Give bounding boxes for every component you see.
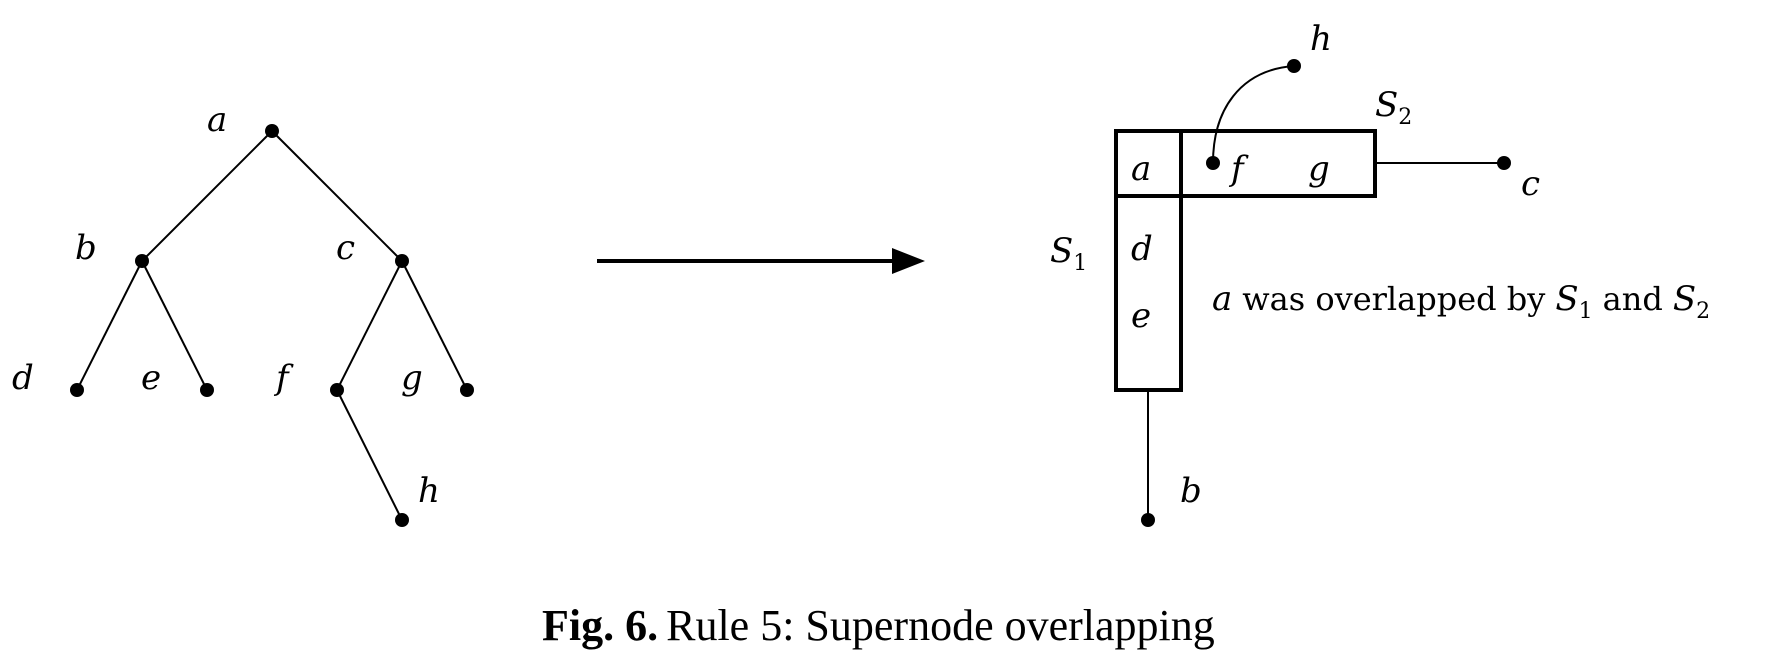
right-label-c: c (1521, 164, 1540, 204)
tree (76, 130, 468, 521)
right-label-b: b (1180, 471, 1202, 511)
cell-a-label: a (1131, 149, 1151, 189)
figure-caption: Fig. 6.Rule 5: Supernode overlapping (542, 601, 1215, 650)
node-g (460, 383, 474, 397)
transform-arrow (597, 248, 925, 274)
supernode-s1 (1114, 194, 1183, 392)
edge-f-h-curve (1212, 65, 1295, 164)
node-c (395, 254, 409, 268)
edge-c-g (401, 260, 468, 391)
edge-b-e (141, 260, 208, 391)
node-f-inner (1206, 156, 1220, 170)
s2-label: S2 (1375, 85, 1412, 130)
node-e (200, 383, 214, 397)
node-d (70, 383, 84, 397)
cell-d-label: d (1131, 229, 1153, 269)
edge-a-b (141, 130, 273, 262)
right-label-h: h (1310, 19, 1332, 59)
label-g: g (401, 358, 423, 398)
node-h (395, 513, 409, 527)
label-e: e (141, 358, 161, 398)
label-a: a (207, 100, 227, 140)
label-f: f (273, 358, 294, 398)
edge-a-c (271, 130, 403, 262)
node-b-right (1141, 513, 1155, 527)
cell-g-label: g (1308, 149, 1330, 189)
edge-b-d (76, 260, 143, 391)
edge-f-h (336, 389, 403, 521)
cell-f-label: f (1228, 149, 1249, 189)
node-b (135, 254, 149, 268)
node-c-right (1497, 156, 1511, 170)
label-b: b (75, 228, 97, 268)
label-d: d (12, 358, 34, 398)
edge-c-f (336, 260, 403, 391)
s1-label: S1 (1050, 231, 1087, 276)
node-f (330, 383, 344, 397)
node-a (265, 124, 279, 138)
supernode-s2 (1114, 129, 1377, 198)
label-h: h (418, 471, 440, 511)
label-c: c (336, 228, 355, 268)
cell-e-label: e (1131, 296, 1151, 336)
node-h-right (1287, 59, 1301, 73)
